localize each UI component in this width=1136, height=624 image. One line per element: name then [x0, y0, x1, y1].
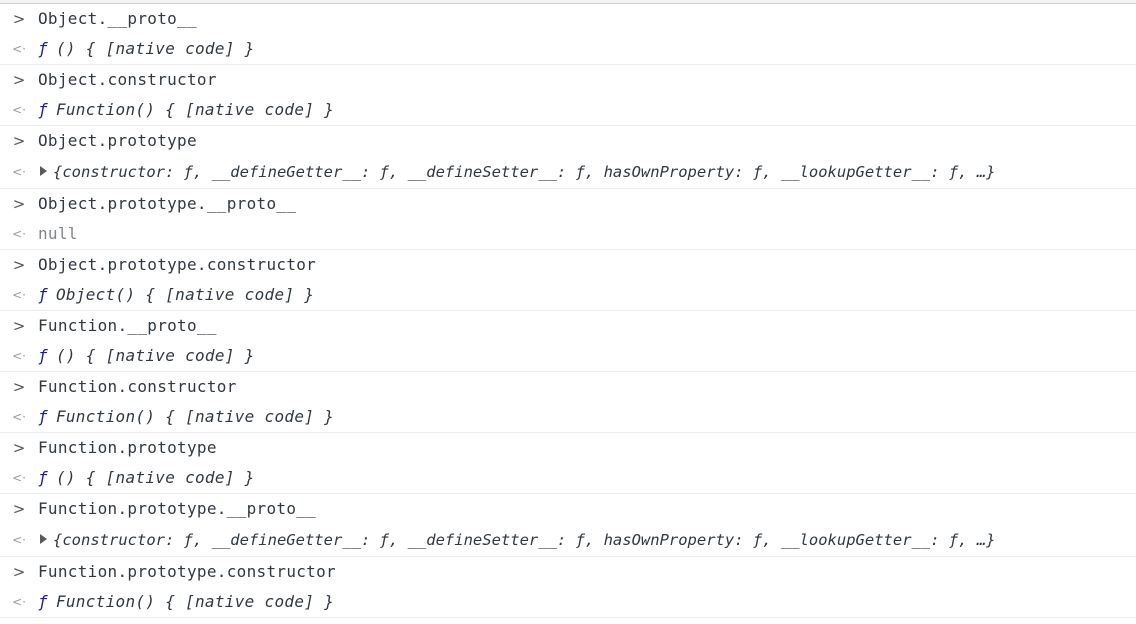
console-entry: > Function.prototype.constructor <· ƒ Fun…: [0, 557, 1136, 618]
object-preview-text: {constructor: ƒ, __defineGetter__: ƒ, __…: [53, 163, 996, 181]
console-input-text: Function.__proto__: [38, 316, 217, 335]
result-arrow-icon: <·: [12, 410, 26, 424]
prompt-chevron-icon: >: [12, 378, 26, 396]
function-glyph-icon: ƒ: [38, 346, 48, 365]
expand-triangle-icon[interactable]: [40, 533, 47, 544]
function-glyph-icon: ƒ: [38, 285, 48, 304]
function-glyph-icon: ƒ: [38, 592, 48, 611]
console-entry: > Object.prototype.constructor <· ƒ Objec…: [0, 250, 1136, 311]
console-entry: > Function.prototype <· ƒ () { [native co…: [0, 433, 1136, 494]
console-input-line[interactable]: > Object.prototype.__proto__: [0, 189, 1136, 219]
prompt-chevron-icon: >: [12, 71, 26, 89]
console-input-text: Function.prototype: [38, 438, 217, 457]
function-signature: Function() { [native code] }: [55, 592, 335, 611]
console-input-text: Object.prototype.__proto__: [38, 194, 297, 213]
result-arrow-icon: <·: [12, 349, 26, 363]
prompt-chevron-icon: >: [12, 563, 26, 581]
prompt-chevron-icon: >: [12, 132, 26, 150]
console-result-line: <· ƒ Function() { [native code] }: [0, 587, 1136, 617]
function-glyph-icon: ƒ: [38, 100, 48, 119]
function-glyph-icon: ƒ: [38, 468, 48, 487]
console-entry: > Object.__proto__ <· ƒ () { [native code…: [0, 4, 1136, 65]
console-input-line[interactable]: > Object.constructor: [0, 65, 1136, 95]
object-preview[interactable]: {constructor: ƒ, __defineGetter__: ƒ, __…: [40, 156, 996, 188]
function-signature: Function() { [native code] }: [55, 100, 335, 119]
console-entry: > Object.constructor <· ƒ Function() { [n…: [0, 65, 1136, 126]
console-result-line: <· ƒ Function() { [native code] }: [0, 95, 1136, 125]
function-signature: Object() { [native code] }: [55, 285, 315, 304]
console-result-text: ƒ Function() { [native code] }: [38, 95, 334, 125]
console-input-line[interactable]: > Function.constructor: [0, 372, 1136, 402]
result-arrow-icon: <·: [12, 288, 26, 302]
object-preview[interactable]: {constructor: ƒ, __defineGetter__: ƒ, __…: [40, 524, 996, 556]
console-input-line[interactable]: > Object.prototype.constructor: [0, 250, 1136, 280]
console-result-line: <· ƒ Function() { [native code] }: [0, 402, 1136, 432]
console-result-line: <· null: [0, 219, 1136, 249]
console-result-text: ƒ () { [native code] }: [38, 34, 255, 64]
console-result-text: ƒ Function() { [native code] }: [38, 402, 334, 432]
console-entry: > Function.__proto__ <· ƒ () { [native co…: [0, 311, 1136, 372]
console-input-text: Object.constructor: [38, 70, 217, 89]
console-input-line[interactable]: > Function.__proto__: [0, 311, 1136, 341]
console-entry: > Function.prototype.__proto__ <· {const…: [0, 494, 1136, 557]
console-input-text: Object.prototype.constructor: [38, 255, 317, 274]
result-arrow-icon: <·: [12, 227, 26, 241]
console-input-line[interactable]: > Function.prototype.__proto__: [0, 494, 1136, 524]
console-result-line: <· {constructor: ƒ, __defineGetter__: ƒ,…: [0, 156, 1136, 188]
result-arrow-icon: <·: [12, 42, 26, 56]
console-top-border: [0, 0, 1136, 4]
expand-triangle-icon[interactable]: [40, 165, 47, 176]
function-signature: () { [native code] }: [55, 468, 255, 487]
console-result-line: <· ƒ () { [native code] }: [0, 341, 1136, 371]
function-glyph-icon: ƒ: [38, 407, 48, 426]
console-entry: > Object.prototype <· {constructor: ƒ, _…: [0, 126, 1136, 189]
console-input-text: Function.constructor: [38, 377, 237, 396]
console-result-line: <· {constructor: ƒ, __defineGetter__: ƒ,…: [0, 524, 1136, 556]
result-arrow-icon: <·: [12, 595, 26, 609]
prompt-chevron-icon: >: [12, 10, 26, 28]
console-result-line: <· ƒ () { [native code] }: [0, 34, 1136, 64]
result-arrow-icon: <·: [12, 165, 26, 179]
result-arrow-icon: <·: [12, 471, 26, 485]
prompt-chevron-icon: >: [12, 195, 26, 213]
console-input-text: Object.prototype: [38, 131, 197, 150]
console-result-text: ƒ Function() { [native code] }: [38, 587, 334, 617]
console-result-null: null: [38, 224, 78, 243]
function-glyph-icon: ƒ: [38, 39, 48, 58]
console-result-text: ƒ () { [native code] }: [38, 341, 255, 371]
console-input-line[interactable]: > Function.prototype.constructor: [0, 557, 1136, 587]
console-result-text: ƒ () { [native code] }: [38, 463, 255, 493]
result-arrow-icon: <·: [12, 103, 26, 117]
prompt-chevron-icon: >: [12, 256, 26, 274]
console-result-line: <· ƒ () { [native code] }: [0, 463, 1136, 493]
console-input-text: Function.prototype.constructor: [38, 562, 336, 581]
console-input-line[interactable]: > Object.__proto__: [0, 4, 1136, 34]
function-signature: () { [native code] }: [55, 346, 255, 365]
object-preview-text: {constructor: ƒ, __defineGetter__: ƒ, __…: [53, 531, 996, 549]
function-signature: () { [native code] }: [55, 39, 255, 58]
console-output[interactable]: > Object.__proto__ <· ƒ () { [native code…: [0, 4, 1136, 618]
prompt-chevron-icon: >: [12, 317, 26, 335]
function-signature: Function() { [native code] }: [55, 407, 335, 426]
console-entry: > Function.constructor <· ƒ Function() { …: [0, 372, 1136, 433]
console-input-text: Object.__proto__: [38, 9, 197, 28]
prompt-chevron-icon: >: [12, 500, 26, 518]
console-input-line[interactable]: > Function.prototype: [0, 433, 1136, 463]
console-input-text: Function.prototype.__proto__: [38, 499, 317, 518]
console-result-line: <· ƒ Object() { [native code] }: [0, 280, 1136, 310]
result-arrow-icon: <·: [12, 533, 26, 547]
console-result-text: ƒ Object() { [native code] }: [38, 280, 314, 310]
console-entry: > Object.prototype.__proto__ <· null: [0, 189, 1136, 250]
prompt-chevron-icon: >: [12, 439, 26, 457]
console-input-line[interactable]: > Object.prototype: [0, 126, 1136, 156]
